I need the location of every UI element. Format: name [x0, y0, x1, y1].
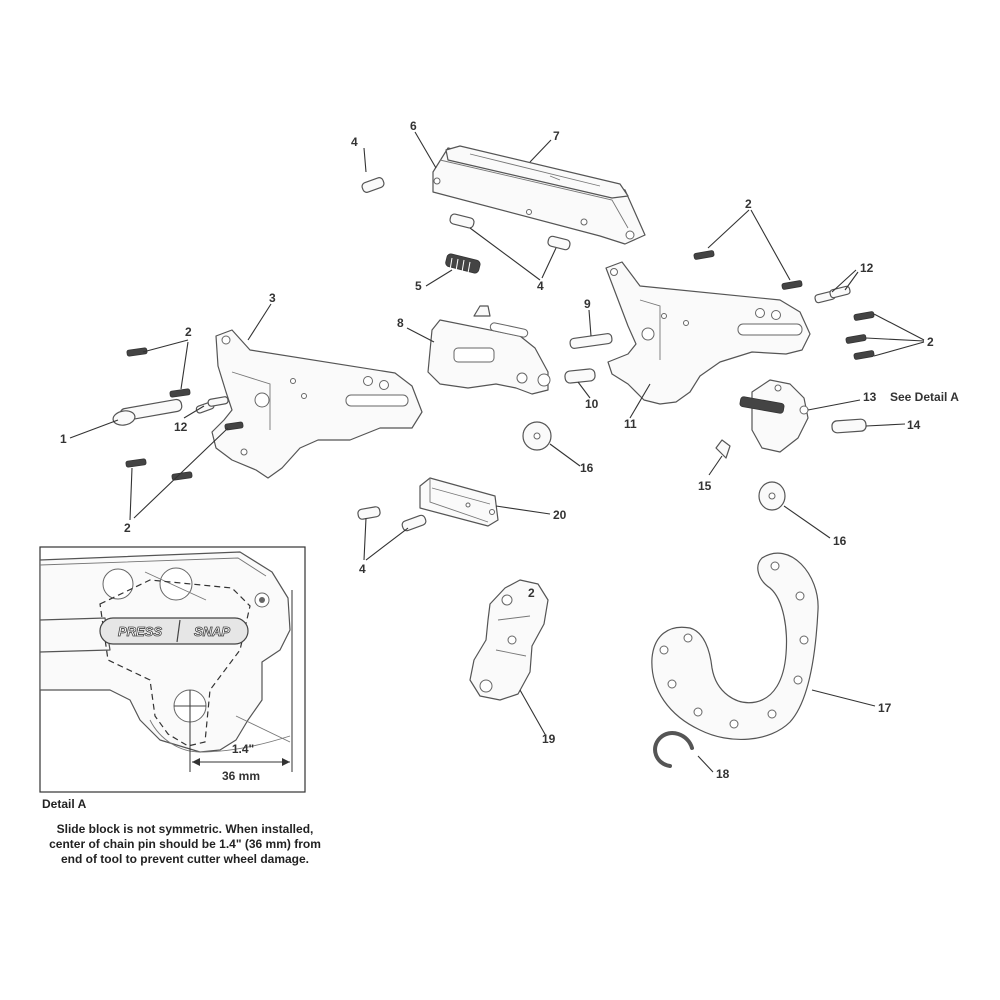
part-12-pin-left-b [207, 396, 229, 407]
part-16-washer-right [758, 481, 786, 511]
part-2-screw-right-d [845, 334, 867, 344]
label-16-left: 16 [580, 461, 594, 475]
part-10-pin [564, 368, 596, 384]
label-2-left-bottom: 2 [124, 521, 131, 535]
dimension-mm: 36 mm [222, 769, 260, 783]
part-20-slide-block [419, 477, 499, 527]
part-15-clip [715, 439, 731, 459]
dimension-inch: 1.4" [232, 742, 254, 756]
part-2-screw-right-b [781, 280, 803, 290]
label-see-detail-a: See Detail A [890, 390, 959, 404]
part-4-pin-middle-right [547, 235, 571, 251]
label-7: 7 [553, 129, 560, 143]
label-14: 14 [907, 418, 921, 432]
detail-a-caption: Slide block is not symmetric. When insta… [49, 822, 321, 866]
label-9: 9 [584, 297, 591, 311]
part-5-spring [445, 253, 481, 274]
part-4-pin-bottom-left [357, 506, 381, 520]
label-20: 20 [553, 508, 567, 522]
part-2-screw-right-a [693, 250, 715, 260]
label-1: 1 [60, 432, 67, 446]
label-4-middle: 4 [537, 279, 544, 293]
part-2-screw-right-e [853, 350, 875, 360]
detail-a-inset: PRESS SNAP 1.4" 36 mm [39, 546, 306, 793]
badge-snap-text: SNAP [194, 624, 230, 639]
label-4-bottom: 4 [359, 562, 366, 576]
label-11: 11 [624, 417, 637, 431]
label-4-top: 4 [351, 135, 358, 149]
label-12-right: 12 [860, 261, 874, 275]
part-1-shoulder-pin [112, 398, 183, 426]
label-13: 13 [863, 390, 877, 404]
label-3: 3 [269, 291, 276, 305]
label-17: 17 [878, 701, 892, 715]
label-2-right-top: 2 [745, 197, 752, 211]
label-18: 18 [716, 767, 730, 781]
part-13-press-snap-block [739, 379, 809, 453]
part-4-pin-top-left [361, 177, 385, 193]
part-2-screw-left-lower [125, 458, 147, 468]
label-15: 15 [698, 479, 712, 493]
part-19-cutter-section [469, 579, 549, 701]
part-8-slide-body [427, 305, 551, 395]
badge-press-text: PRESS [118, 624, 162, 639]
label-2-right: 2 [927, 335, 934, 349]
part-7-rail-strip [445, 145, 629, 199]
label-16-right: 16 [833, 534, 847, 548]
label-2-left-top: 2 [185, 325, 192, 339]
part-2-screw-right-c [853, 311, 875, 321]
leader-lines [69, 131, 925, 773]
part-14-pin [831, 418, 867, 434]
part-labels: 4 6 7 2 12 4 5 3 2 8 9 10 11 2 13 See De… [60, 119, 959, 781]
part-4-pin-bottom-right [401, 514, 427, 532]
label-19: 19 [542, 732, 556, 746]
part-9-pin [569, 333, 613, 349]
part-2-screw-left-mid [169, 388, 191, 398]
part-18-retaining-ring [653, 731, 694, 768]
label-2-cutter: 2 [528, 586, 535, 600]
part-2-screw-left-center [224, 421, 244, 431]
label-6: 6 [410, 119, 417, 133]
part-4-pin-middle-left [449, 213, 475, 229]
part-3-left-side-plate [211, 329, 423, 479]
label-8: 8 [397, 316, 404, 330]
part-17-chain [651, 552, 819, 740]
label-10: 10 [585, 397, 599, 411]
part-11-right-side-plate [605, 261, 811, 405]
label-5: 5 [415, 279, 422, 293]
label-12-left: 12 [174, 420, 188, 434]
part-16-washer-left [522, 421, 552, 451]
detail-a-title: Detail A [42, 797, 87, 811]
